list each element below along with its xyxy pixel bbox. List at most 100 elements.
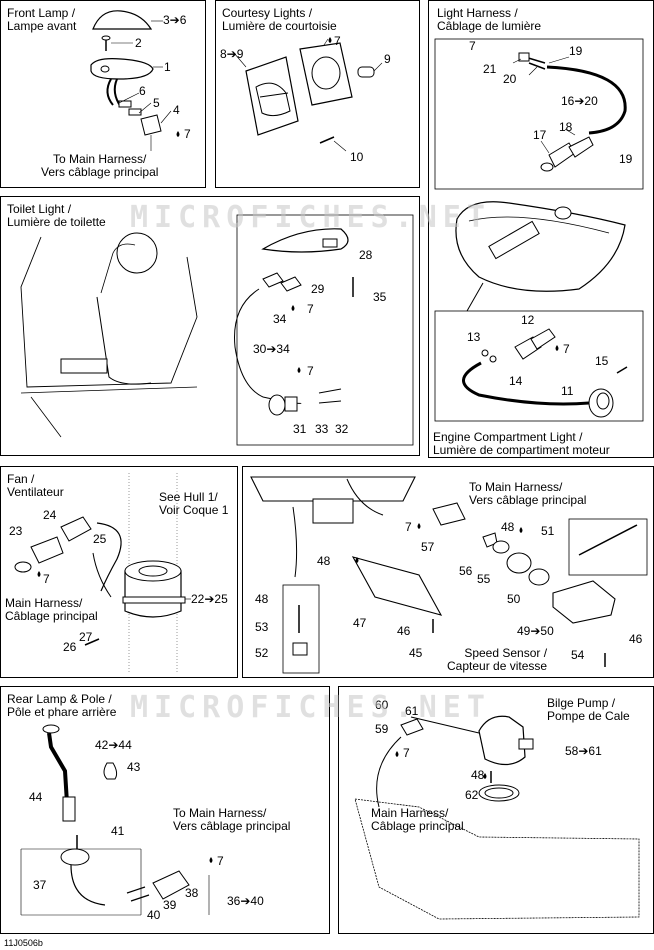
callout-39: 39 (163, 898, 177, 912)
callout-47: 47 (353, 616, 367, 630)
callout-48: 48 (501, 520, 515, 534)
callout-22-25: 22➔25 (191, 592, 228, 606)
callout-31: 31 (293, 422, 307, 436)
panel-courtesy-lights: Courtesy Lights / Lumière de courtoisie … (215, 0, 420, 188)
callout-46b: 46 (629, 632, 643, 646)
panel-speed-sensor: To Main Harness/ Vers câblage principal … (242, 466, 654, 678)
callout-55: 55 (477, 572, 491, 586)
callout-19b: 19 (619, 152, 633, 166)
callout-14: 14 (509, 374, 523, 388)
fan-title-fr: Ventilateur (7, 485, 64, 499)
toilet-title-en: Toilet Light / (7, 202, 72, 216)
callout-7: 7 (43, 572, 50, 586)
diagram-code: 11J0506b (4, 938, 43, 948)
toilet-title: Toilet Light / Lumière de toilette (7, 203, 106, 229)
callout-51: 51 (541, 524, 555, 538)
callout-41: 41 (111, 824, 125, 838)
callout-60: 60 (375, 698, 389, 712)
rear-lamp-main-harness-note: To Main Harness/ Vers câblage principal (173, 807, 290, 833)
front-lamp-note-fr: Vers câblage principal (41, 165, 159, 179)
callout-24: 24 (43, 508, 57, 522)
panel-rear-lamp: Rear Lamp & Pole / Pôle et phare arrière… (0, 686, 330, 934)
rear-lamp-drawing (20, 724, 213, 916)
bilge-main-harness-fr: Câblage principal (371, 819, 464, 833)
engine-light-note-en: Engine Compartment Light / (433, 430, 583, 444)
light-harness-title-fr: Câblage de lumière (437, 19, 542, 33)
callout-48c: 48 (255, 592, 269, 606)
front-lamp-title-fr: Lampe avant (7, 19, 77, 33)
bilge-title-fr: Pompe de Cale (547, 709, 630, 723)
bilge-main-harness-note: Main Harness/ Câblage principal (371, 807, 464, 833)
callout-11: 11 (561, 384, 574, 398)
callout-7: 7 (403, 746, 410, 760)
front-lamp-title: Front Lamp / Lampe avant (7, 7, 76, 33)
callout-5: 5 (153, 96, 160, 110)
see-hull-note-fr: Voir Coque 1 (159, 503, 229, 517)
callout-36-40: 36➔40 (227, 894, 264, 908)
callout-34: 34 (273, 312, 287, 326)
fan-title-en: Fan / (7, 472, 35, 486)
callout-2: 2 (135, 36, 142, 50)
callout-28: 28 (359, 248, 373, 262)
engine-light-note-fr: Lumière de compartiment moteur (433, 443, 610, 457)
front-lamp-note: To Main Harness/ Vers câblage principal (41, 153, 158, 179)
callout-13: 13 (467, 330, 481, 344)
fan-main-harness-note: Main Harness/ Câblage principal (5, 597, 98, 623)
callout-40: 40 (147, 908, 161, 922)
fan-drawing (14, 473, 191, 673)
callout-37: 37 (33, 878, 47, 892)
watermark: MICROFICHES.NET (130, 690, 491, 725)
callout-27: 27 (79, 630, 93, 644)
callout-50: 50 (507, 592, 521, 606)
callout-48: 48 (471, 768, 485, 782)
rear-lamp-title-fr: Pôle et phare arrière (7, 705, 117, 719)
callout-7b: 7 (563, 342, 570, 356)
light-harness-title: Light Harness / Câblage de lumière (437, 7, 541, 33)
callout-29: 29 (311, 282, 325, 296)
callout-61: 61 (405, 704, 419, 718)
callout-26: 26 (63, 640, 77, 654)
callout-18: 18 (559, 120, 573, 134)
fan-title: Fan / Ventilateur (7, 473, 64, 499)
light-harness-drawing (434, 38, 644, 422)
callout-20: 20 (503, 72, 517, 86)
callout-44: 44 (29, 790, 43, 804)
panel-light-harness: Light Harness / Câblage de lumière 7 19 … (428, 0, 654, 458)
toilet-title-fr: Lumière de toilette (7, 215, 106, 229)
courtesy-title-en: Courtesy Lights / (222, 6, 313, 20)
callout-43: 43 (127, 760, 141, 774)
callout-54: 54 (571, 648, 585, 662)
callout-7: 7 (469, 39, 476, 53)
engine-light-note: Engine Compartment Light / Lumière de co… (433, 431, 610, 457)
callout-19: 19 (569, 44, 583, 58)
callout-3-6: 3➔6 (163, 13, 187, 27)
callout-1: 1 (164, 60, 171, 74)
callout-15: 15 (595, 354, 609, 368)
callout-46: 46 (397, 624, 411, 638)
callout-62: 62 (465, 788, 479, 802)
callout-21: 21 (483, 62, 497, 76)
watermark: MICROFICHES.NET (130, 200, 491, 235)
rear-lamp-title-en: Rear Lamp & Pole / (7, 692, 112, 706)
callout-48b: 48 (317, 554, 331, 568)
rear-lamp-main-harness-en: To Main Harness/ (173, 806, 267, 820)
light-harness-title-en: Light Harness / (437, 6, 518, 20)
speed-main-harness-fr: Vers câblage principal (469, 493, 587, 507)
callout-33: 33 (315, 422, 329, 436)
panel-fan: Fan / Ventilateur See Hull 1/ Voir Coque… (0, 466, 238, 678)
bilge-title: Bilge Pump / Pompe de Cale (547, 697, 630, 723)
speed-sensor-title-fr: Capteur de vitesse (447, 659, 548, 673)
callout-6: 6 (139, 84, 146, 98)
front-lamp-drawing (90, 10, 180, 151)
callout-49-50: 49➔50 (517, 624, 554, 638)
callout-7: 7 (334, 34, 341, 48)
callout-9: 9 (384, 52, 391, 66)
callout-4: 4 (173, 103, 180, 117)
callout-7: 7 (184, 127, 191, 141)
callout-58-61: 58➔61 (565, 744, 602, 758)
callout-12: 12 (521, 313, 535, 327)
callout-53: 53 (255, 620, 269, 634)
see-hull-note: See Hull 1/ Voir Coque 1 (159, 491, 228, 517)
callout-7b: 7 (307, 364, 314, 378)
courtesy-title: Courtesy Lights / Lumière de courtoisie (222, 7, 337, 33)
